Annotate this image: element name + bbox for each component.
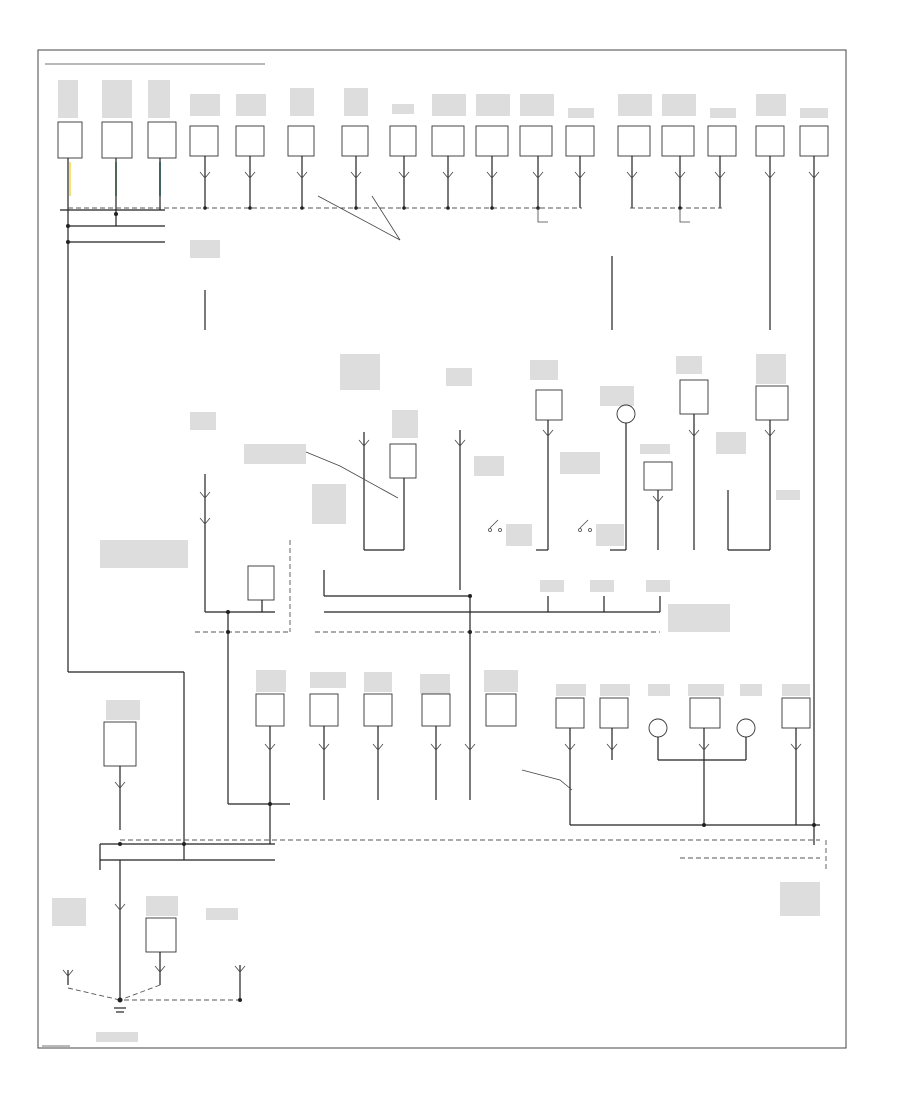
mid-connector-boxes [247,379,789,601]
mid-leader [305,451,399,499]
middle-component-section [100,240,800,634]
top-component-row [57,80,829,845]
wire-color-markers [69,162,161,196]
top-bus-splices [203,206,682,210]
ground-section [52,844,820,1042]
mid-switch-symbols [199,429,776,532]
mid-horizontal-runs [205,490,770,632]
lower-component-section [67,410,827,870]
mid-sensor-symbols [616,404,636,424]
ground-splice-right [238,998,242,1002]
top-label-blocks [58,80,828,118]
lower-splices [118,802,816,846]
ground-label-blocks [52,882,820,1042]
top-leaders [317,195,690,241]
lower-pin-symbols [114,743,802,789]
ground-wires [67,844,241,1000]
lower-vertical-runs [67,410,797,860]
top-pin-symbols [199,171,820,179]
mid-label-blocks [100,240,800,632]
left-splice-dots [66,212,118,244]
top-drops [67,156,815,845]
lower-horizontal-runs [68,671,820,861]
top-connector-boxes [57,121,829,159]
ground-symbol [114,997,126,1013]
ground-dashed [67,984,240,1001]
lower-lamp-symbols [648,718,756,738]
left-splice-ladder [60,209,165,410]
mid-vertical-runs [204,256,771,612]
ground-pin-symbols [62,903,246,977]
lower-dashed-bus [120,839,827,870]
ground-connector-box [145,917,177,953]
lower-label-blocks [106,670,810,720]
lower-connector-boxes [103,693,811,767]
lower-leader [521,769,573,791]
mid-dashed-boundaries [195,540,660,633]
diagram-border [37,49,847,1049]
